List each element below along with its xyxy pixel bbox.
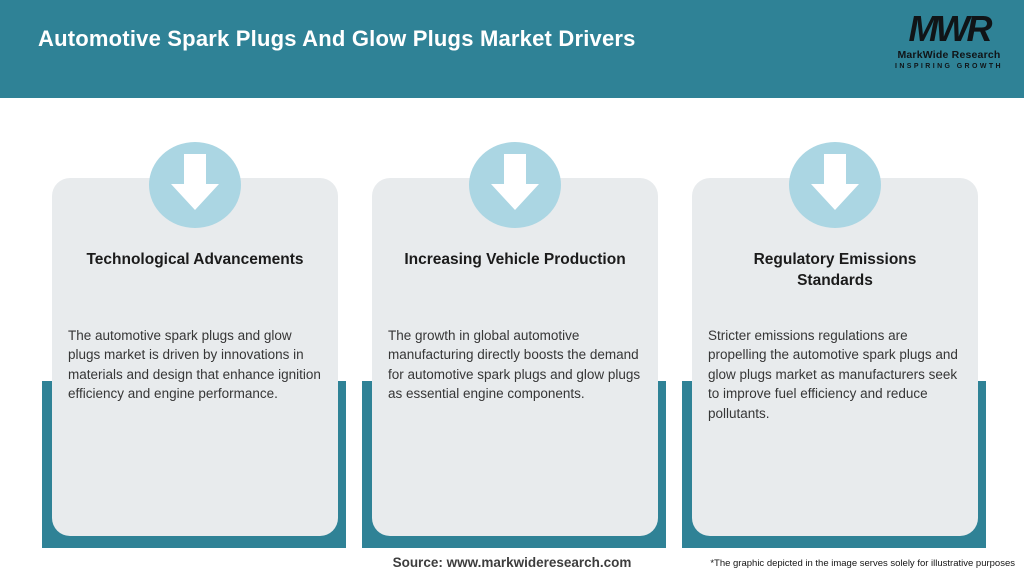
arrow-down-icon xyxy=(149,142,241,228)
card-title: Regulatory Emissions Standards xyxy=(753,251,917,289)
disclaimer-text: *The graphic depicted in the image serve… xyxy=(710,558,1015,569)
driver-card xyxy=(372,178,658,536)
source-text: Source: www.markwideresearch.com xyxy=(392,555,632,570)
card-body: The automotive spark plugs and glow plug… xyxy=(68,328,321,402)
driver-column-2: Increasing Vehicle Production The growth… xyxy=(355,0,675,576)
header-bar: Automotive Spark Plugs And Glow Plugs Ma… xyxy=(0,0,1024,98)
card-title: Technological Advancements xyxy=(86,251,304,268)
page-title: Automotive Spark Plugs And Glow Plugs Ma… xyxy=(38,26,636,51)
driver-card xyxy=(52,178,338,536)
brand-monogram: MWR xyxy=(908,8,993,49)
card-body: Stricter emissions regulations are prope… xyxy=(708,328,958,421)
driver-card xyxy=(692,178,978,536)
driver-column-3: Regulatory Emissions Standards Stricter … xyxy=(675,0,995,576)
brand-logo: MWR MarkWide Research INSPIRING GROWTH xyxy=(894,10,1004,70)
brand-tagline: INSPIRING GROWTH xyxy=(894,62,1003,70)
driver-column-1: Technological Advancements The automotiv… xyxy=(35,0,355,576)
card-body: The growth in global automotive manufact… xyxy=(388,328,641,402)
arrow-down-icon xyxy=(789,142,881,228)
card-title: Increasing Vehicle Production xyxy=(404,251,626,268)
arrow-down-icon xyxy=(469,142,561,228)
brand-name: MarkWide Research xyxy=(897,48,1001,61)
